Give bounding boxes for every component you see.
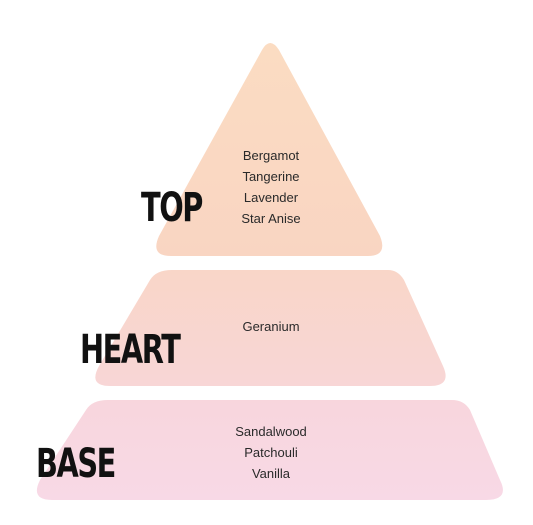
tier-top-shape [156, 43, 383, 256]
tier-top-notes: Bergamot Tangerine Lavender Star Anise [201, 145, 341, 229]
note-item: Patchouli [244, 445, 298, 460]
tier-base-notes: Sandalwood Patchouli Vanilla [201, 421, 341, 484]
note-item: Star Anise [241, 211, 301, 226]
tier-base-label: BASE [36, 441, 116, 487]
note-item: Bergamot [242, 148, 300, 163]
tier-base-shape [36, 400, 503, 500]
note-item: Sandalwood [235, 424, 307, 439]
tier-heart-notes: Geranium [201, 316, 341, 337]
note-item: Geranium [242, 319, 300, 334]
tier-top-label: TOP [141, 185, 203, 231]
note-item: Tangerine [242, 169, 300, 184]
note-item: Vanilla [251, 466, 291, 481]
note-item: Lavender [243, 190, 299, 205]
tier-heart-label: HEART [80, 327, 181, 373]
tier-heart-shape [95, 270, 446, 386]
